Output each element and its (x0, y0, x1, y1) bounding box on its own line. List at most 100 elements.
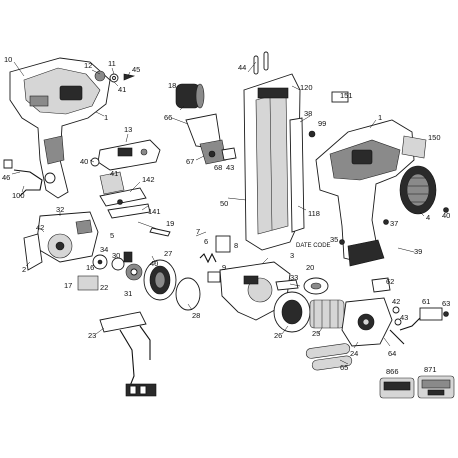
label-66: 66 (164, 113, 172, 122)
label-42a: 42 (36, 223, 44, 232)
label-38: 38 (304, 109, 312, 118)
label-17: 17 (64, 281, 72, 290)
screw-37 (383, 219, 389, 225)
label-1b: 1 (378, 113, 382, 122)
badge-150 (401, 135, 427, 159)
label-20: 20 (306, 263, 314, 272)
hardware-62-43-64 (371, 277, 405, 345)
label-40c: 40 (442, 211, 450, 220)
label-44: 44 (238, 63, 246, 72)
label-39: 39 (414, 247, 422, 256)
label-28: 28 (192, 311, 200, 320)
label-13: 13 (124, 125, 132, 134)
cylinder-18 (175, 83, 205, 109)
label-99: 99 (318, 119, 326, 128)
label-1a: 1 (104, 113, 108, 122)
label-7: 7 (196, 227, 200, 236)
armature-25 (309, 299, 345, 329)
screw-35 (339, 239, 345, 245)
label-10: 10 (4, 55, 12, 64)
end-cap-4 (399, 165, 437, 215)
left-housing-half (9, 57, 111, 199)
wire-100 (13, 169, 43, 197)
label-32: 32 (56, 205, 64, 214)
label-6: 6 (204, 237, 208, 246)
switch-61-63 (399, 307, 449, 331)
label-30: 30 (112, 251, 120, 260)
label-871: 871 (424, 365, 437, 374)
label-37: 37 (390, 219, 398, 228)
label-45: 45 (132, 65, 140, 74)
linkage-141-142 (99, 187, 171, 237)
label-120: 120 (300, 83, 313, 92)
springs-pins (195, 231, 231, 283)
label-19: 19 (166, 219, 174, 228)
label-40b: 40 (150, 259, 158, 268)
label-25: 25 (312, 329, 320, 338)
label-date-code: DATE CODE (296, 243, 331, 249)
label-50: 50 (220, 199, 228, 208)
label-65: 65 (340, 363, 348, 372)
screw-39 (397, 247, 415, 253)
label-64: 64 (388, 349, 396, 358)
label-41b: 41 (110, 169, 118, 178)
clip-46 (3, 159, 13, 169)
label-27: 27 (164, 249, 172, 258)
label-33: 33 (290, 273, 298, 282)
label-8: 8 (234, 241, 238, 250)
label-118: 118 (308, 209, 320, 218)
label-62: 62 (386, 277, 394, 286)
label-16: 16 (86, 263, 94, 272)
motor-top-20 (303, 277, 329, 295)
screw-99 (308, 130, 316, 138)
label-4: 4 (426, 213, 430, 222)
label-31: 31 (124, 289, 132, 298)
label-2: 2 (22, 265, 26, 274)
wiring-harness-23 (99, 311, 157, 397)
label-46: 46 (2, 173, 10, 182)
leader-lines (11, 61, 425, 365)
label-24: 24 (350, 349, 358, 358)
small-hardware-12-11-45 (94, 70, 136, 83)
plate-33 (275, 279, 299, 291)
label-61: 61 (422, 297, 430, 306)
motor-end-24 (341, 297, 393, 347)
label-63: 63 (442, 299, 450, 308)
pins-44 (253, 51, 269, 75)
label-5: 5 (110, 231, 114, 240)
bearing-stack (92, 251, 143, 281)
label-866: 866 (386, 367, 399, 376)
motor-can-26 (273, 291, 311, 333)
block-17 (77, 275, 99, 291)
label-12: 12 (84, 61, 92, 70)
label-150: 150 (428, 133, 441, 142)
label-11: 11 (108, 59, 116, 68)
part-number-labels: 10 12 11 45 41 1 13 40 41 46 100 142 141… (2, 55, 450, 376)
screw-40 (443, 207, 449, 213)
label-42b: 42 (392, 297, 400, 306)
label-3: 3 (290, 251, 294, 260)
label-100: 100 (12, 191, 25, 200)
label-43a: 43 (226, 163, 234, 172)
label-41a: 41 (118, 85, 126, 94)
ring-28 (175, 277, 201, 311)
tag-151 (331, 91, 349, 103)
label-141: 141 (148, 207, 161, 216)
label-43b: 43 (400, 313, 408, 322)
clutch-ring-27 (143, 259, 177, 301)
magazine-rail (243, 73, 305, 251)
label-151: 151 (340, 91, 353, 100)
label-142: 142 (142, 175, 155, 184)
label-68: 68 (214, 163, 222, 172)
label-18: 18 (168, 81, 176, 90)
battery-866 (379, 377, 415, 399)
label-26: 26 (274, 331, 282, 340)
label-40a: 40 (80, 157, 88, 166)
drive-housing-32-42-2 (23, 211, 99, 271)
right-housing-half (315, 119, 415, 267)
label-35: 35 (330, 235, 338, 244)
label-9: 9 (222, 263, 226, 272)
label-23: 23 (88, 331, 96, 340)
